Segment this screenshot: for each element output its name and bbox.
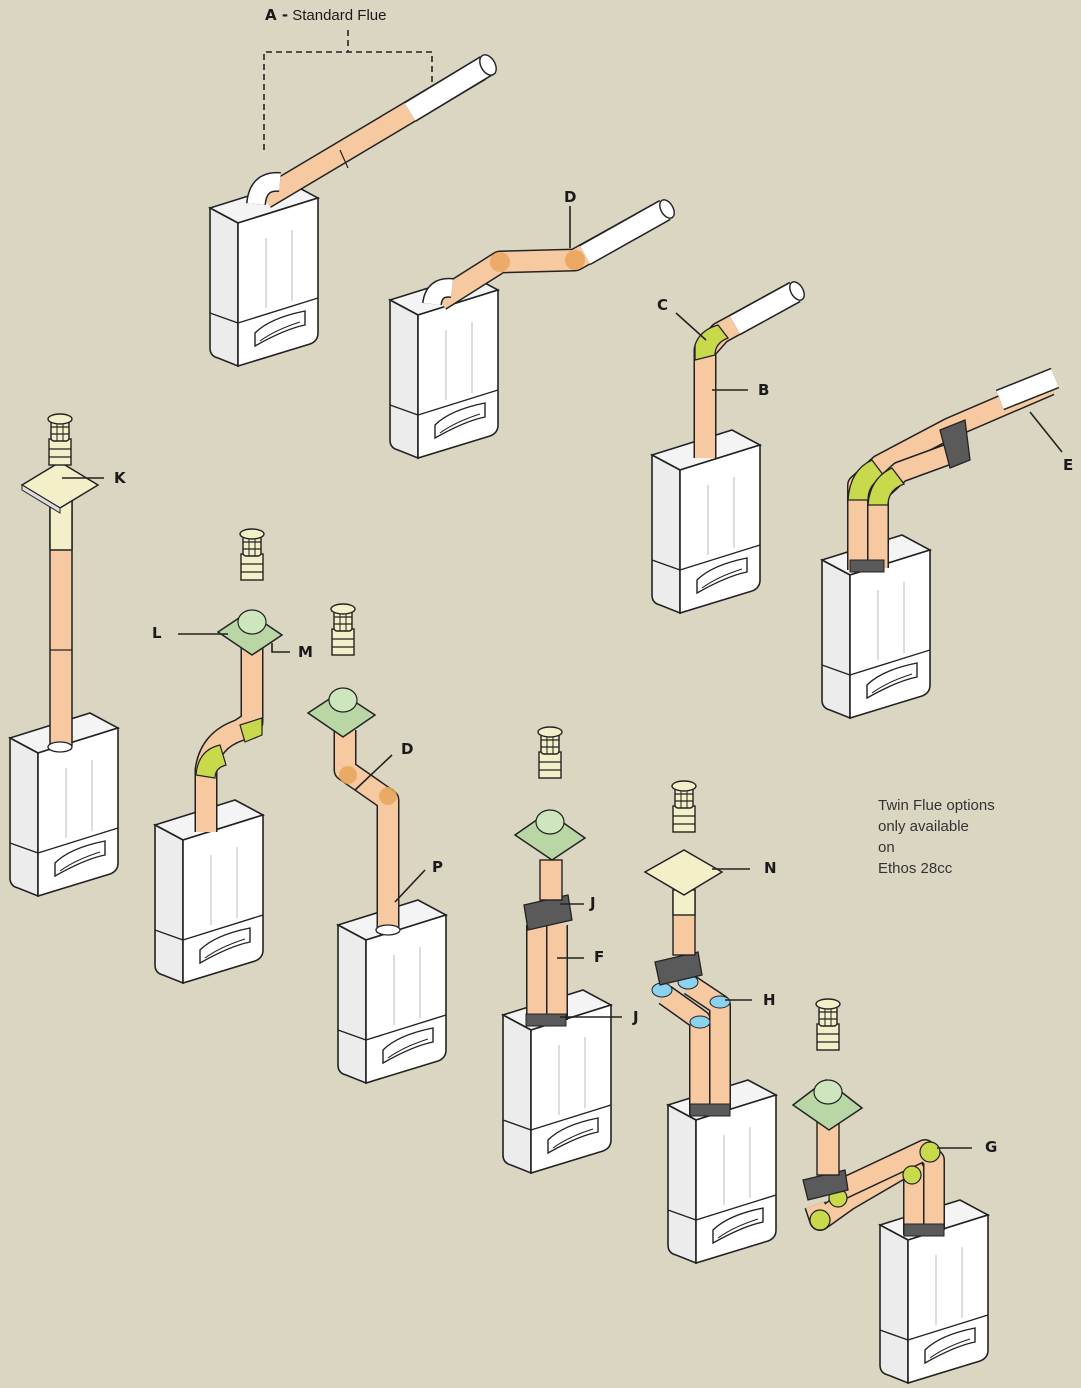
label-b: B bbox=[758, 381, 770, 399]
note-line-2: only available bbox=[878, 818, 969, 835]
boiler-d-offset bbox=[389, 199, 675, 459]
boiler-a bbox=[209, 54, 497, 367]
boiler-b-c bbox=[651, 281, 805, 614]
label-g: G bbox=[985, 1138, 998, 1156]
label-p: P bbox=[432, 858, 444, 876]
label-c: C bbox=[657, 296, 669, 314]
boiler-e-twin bbox=[821, 367, 1060, 719]
note-line-1: Twin Flue options bbox=[878, 797, 995, 814]
twin-flue-note: Twin Flue options only available on Etho… bbox=[878, 795, 1048, 879]
label-j-lower: J bbox=[633, 1008, 640, 1026]
standard-flue-title: A - Standard Flue bbox=[265, 6, 386, 24]
boiler-l-m bbox=[154, 528, 284, 984]
label-j-upper: J bbox=[590, 894, 597, 912]
boiler-d-p bbox=[306, 603, 447, 1084]
label-e: E bbox=[1063, 456, 1074, 474]
note-line-3: on bbox=[878, 839, 895, 856]
label-n: N bbox=[764, 859, 778, 877]
label-f: F bbox=[594, 948, 605, 966]
label-m: M bbox=[298, 643, 314, 661]
boiler-k-vertical bbox=[9, 413, 119, 897]
label-d-top: D bbox=[564, 188, 577, 206]
label-d-mid: D bbox=[401, 740, 414, 758]
label-h: H bbox=[763, 991, 777, 1009]
boiler-n-h bbox=[643, 780, 777, 1264]
boiler-f-j bbox=[502, 726, 612, 1174]
title-key: A - bbox=[265, 6, 289, 24]
boiler-g bbox=[791, 998, 989, 1384]
note-line-4: Ethos 28cc bbox=[878, 860, 953, 877]
leader-lines bbox=[62, 206, 1063, 1149]
label-l: L bbox=[152, 624, 163, 642]
title-text: Standard Flue bbox=[292, 7, 387, 24]
label-k: K bbox=[114, 469, 127, 487]
